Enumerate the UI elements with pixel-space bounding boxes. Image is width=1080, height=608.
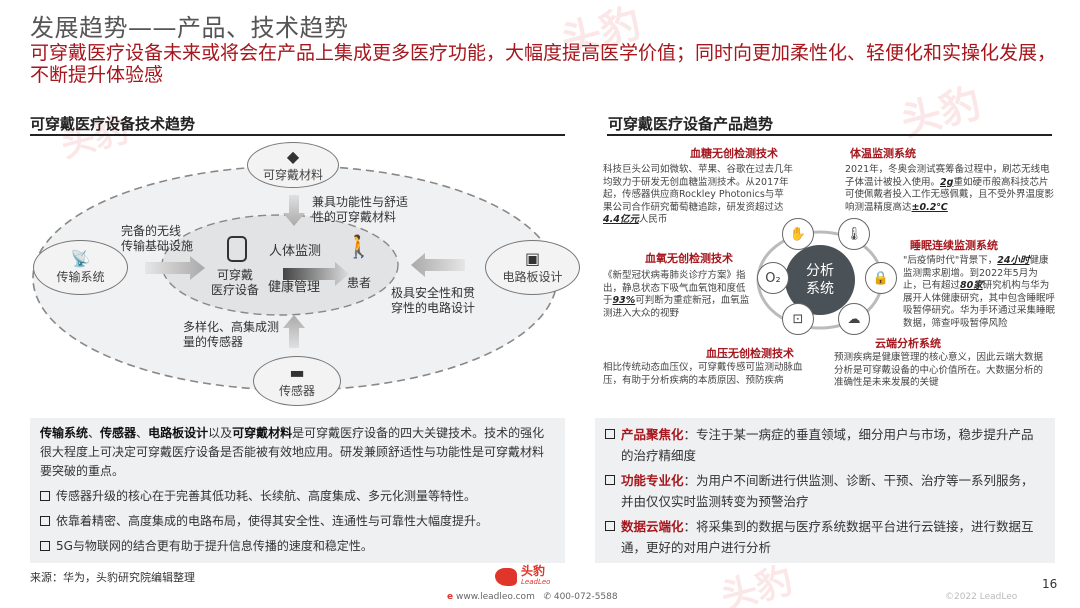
tech-summary-paragraph: 传输系统、传感器、电路板设计以及可穿戴材料是可穿戴医疗设备的四大关键技术。技术的…	[40, 426, 545, 478]
checkbox-bullet-icon	[605, 521, 615, 531]
phone-icon: ✆	[543, 592, 551, 602]
website-link[interactable]: www.leadleo.com	[455, 592, 535, 602]
source-note: 来源：华为，头豹研究院编辑整理	[30, 571, 195, 584]
body-monitoring-label: 人体监测	[269, 244, 322, 259]
copyright: ©2022 LeadLeo	[945, 592, 1018, 602]
section-divider	[30, 134, 565, 136]
wearable-device-label: 可穿戴 医疗设备	[211, 268, 260, 297]
leadleo-logo: 头豹 LeadLeo	[495, 565, 550, 588]
sleep-title: 睡眠连续监测系统	[910, 239, 998, 252]
temperature-text: 2021年，冬奥会测试赛筹备过程中，刷芯无线电子体温计被投入使用。2g重如硬币般…	[845, 164, 1055, 213]
blood-glucose-icon: ✋	[782, 218, 814, 250]
antenna-icon: 📡	[70, 249, 91, 268]
oxygen-title: 血氧无创检测技术	[645, 252, 733, 265]
checkbox-bullet-icon	[40, 491, 50, 501]
node-sensor: ▬ 传感器	[253, 356, 341, 406]
node-transmission-system: 📡 传输系统	[33, 240, 128, 295]
cloud-text: 预测疾病是健康管理的核心意义，因此云端大数据分析是可穿戴设备的中心价值所在。大数…	[834, 352, 1044, 388]
glucose-text: 科技巨头公司如微软、苹果、谷歌在过去几年均致力于研发无创血糖监测技术。从2017…	[603, 164, 794, 225]
checkbox-bullet-icon	[40, 541, 50, 551]
product-bullet: 功能专业化：为用户不间断进行供监测、诊断、干预、治疗等一系列服务，并由仅仅实时监…	[605, 470, 1045, 512]
product-bullet: 产品聚焦化：专注于某一病症的垂直领域，细分用户与市场，稳步提升产品的治疗精细度	[605, 424, 1045, 466]
browser-icon: e	[447, 592, 454, 602]
circuit-annotation: 极具安全性和贯 穿性的电路设计	[391, 286, 476, 315]
diagram-background	[32, 165, 558, 391]
material-annotation: 兼具功能性与舒适 性的可穿戴材料	[312, 195, 409, 224]
node-circuit-board: ▣ 电路板设计	[485, 240, 580, 295]
sensor-device-icon: ▬	[289, 362, 305, 382]
tech-summary-box: 传输系统、传感器、电路板设计以及可穿戴材料是可穿戴医疗设备的四大关键技术。技术的…	[30, 418, 565, 563]
checkbox-bullet-icon	[605, 475, 615, 485]
tech-bullet: 依靠着精密、高度集成的电路布局，使得其安全性、连通性与可靠性大幅度提升。	[40, 512, 555, 531]
thermometer-icon: 🌡	[838, 218, 870, 250]
eraser-icon: ◆	[286, 146, 300, 166]
patient-label: 患者	[347, 276, 372, 290]
pressure-title: 血压无创检测技术	[706, 347, 794, 360]
sensor-annotation: 多样化、高集成测 量的传感器	[183, 320, 280, 349]
checkbox-bullet-icon	[40, 516, 50, 526]
section-divider	[607, 134, 1052, 136]
product-trend-heading: 可穿戴医疗设备产品趋势	[608, 115, 774, 133]
chip-icon: ▣	[524, 249, 541, 268]
leopard-logo-icon	[495, 568, 517, 586]
tech-bullet: 传感器升级的核心在于完善其低功耗、长续航、高度集成、多元化测量等特性。	[40, 487, 555, 506]
pressure-text: 相比传统动态血压仪，可穿戴传感可监测动脉血压，有助于分析疾病的本质原因、预防疾病	[603, 362, 803, 386]
oxygen-icon: O₂	[757, 262, 789, 294]
patient-icon: 🚶	[345, 235, 373, 260]
tech-bullet: 5G与物联网的结合更有助于提升信息传播的速度和稳定性。	[40, 537, 555, 556]
tech-trend-heading: 可穿戴医疗设备技术趋势	[30, 115, 196, 133]
health-management-label: 健康管理	[268, 280, 321, 295]
node-wearable-material: ◆ 可穿戴材料	[247, 142, 339, 188]
cloud-icon: ☁	[838, 303, 870, 335]
phone-number: 400-072-5588	[553, 592, 618, 602]
page-subtitle: 可穿戴医疗设备未来或将会在产品上集成更多医疗功能，大幅度提高医学价值；同时向更加…	[30, 42, 1057, 86]
product-bullet: 数据云端化：将采集到的数据与医疗系统数据平台进行云链接，进行数据互通，更好的对用…	[605, 516, 1045, 558]
tech-diagram: ◆ 可穿戴材料 📡 传输系统 ▣ 电路板设计 ▬ 传感器 可穿戴 医疗设备 人体…	[25, 140, 580, 415]
sleep-text: "后疫情时代"背景下，24小时健康监测需求剧增。到2022年5月为止，已有超过8…	[903, 255, 1056, 329]
sleep-monitor-icon: 🔒	[865, 262, 897, 294]
product-summary-box: 产品聚焦化：专注于某一病症的垂直领域，细分用户与市场，稳步提升产品的治疗精细度 …	[595, 418, 1055, 563]
glucose-title: 血糖无创检测技术	[690, 147, 778, 160]
page-number: 16	[1042, 577, 1058, 591]
page-title: 发展趋势——产品、技术趋势	[30, 14, 349, 42]
footer-contact: e www.leadleo.com ✆ 400-072-5588	[447, 592, 618, 602]
blood-pressure-icon: ⊡	[782, 303, 814, 335]
cloud-title: 云端分析系统	[875, 337, 941, 350]
checkbox-bullet-icon	[605, 429, 615, 439]
temperature-title: 体温监测系统	[850, 147, 916, 160]
watch-icon	[227, 236, 247, 262]
transmission-annotation: 完备的无线 传输基础设施	[121, 224, 194, 253]
oxygen-text: 《新型冠状病毒肺炎诊疗方案》指出，静息状态下吸气血氧饱和度低于93%可判断为重症…	[603, 270, 750, 319]
